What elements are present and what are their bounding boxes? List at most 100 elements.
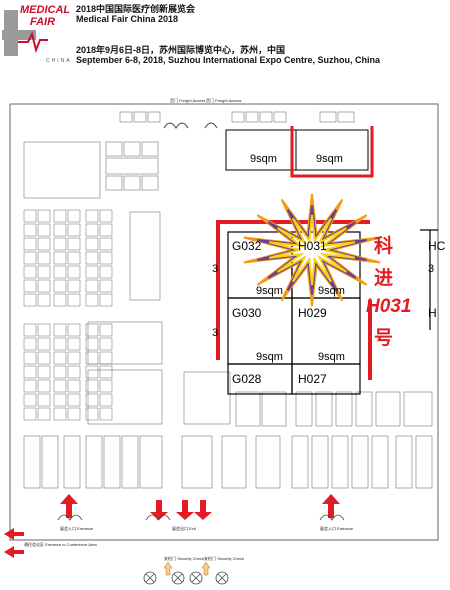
small-booth [99,293,113,307]
side-number-1: 3 [212,263,218,275]
small-booth [37,393,51,407]
left-booth-blocks [23,141,163,425]
small-booth [67,251,81,265]
small-booth [23,265,37,279]
small-booth [23,279,37,293]
small-booth [67,237,81,251]
freight-label-2: 货门 Freight Access [206,97,241,103]
small-booth [85,379,99,393]
small-booth [53,365,67,379]
small-booth [67,209,81,223]
small-booth [37,351,51,365]
small-booth [85,237,99,251]
small-booth [53,379,67,393]
small-booth [37,251,51,265]
date-venue-cn: 2018年9月6日-8日，苏州国际博览中心，苏州，中国 [76,45,286,55]
side-number-2: 3 [212,327,218,339]
small-booth [67,323,81,337]
conference-label: 通往会议区 Entrance to Conference Area [24,541,97,547]
top-right-booths [225,126,374,178]
small-booth [85,279,99,293]
callout-line-4: 号 [374,327,393,349]
small-booth-grid [23,209,113,421]
small-booth [67,265,81,279]
small-booth [23,365,37,379]
small-booth [99,323,113,337]
booth-h027: H027 [298,372,327,386]
small-booth [99,279,113,293]
sqm-4: 9sqm [318,351,345,363]
freight-door-1 [163,122,189,129]
small-booth [85,209,99,223]
freight-door-2 [204,122,218,129]
small-booth [37,223,51,237]
side-number-3: 3 [428,263,434,275]
small-booth [67,337,81,351]
small-booth [99,337,113,351]
small-booth [99,365,113,379]
starburst-ring [243,193,381,307]
small-booth [23,293,37,307]
small-booth [85,265,99,279]
small-booth [23,379,37,393]
small-booth [37,237,51,251]
callout-line-2: 进 [374,267,393,289]
small-booth [53,251,67,265]
small-booth [23,223,37,237]
booth-g032: G032 [232,239,262,253]
small-booth [53,323,67,337]
small-booth [37,379,51,393]
security-label-2: 安检门 Security Check [204,555,244,561]
small-booth [37,209,51,223]
small-booth [67,351,81,365]
small-booth [37,265,51,279]
small-booth [37,293,51,307]
title-en: Medical Fair China 2018 [76,14,179,24]
small-booth [53,393,67,407]
small-booth [85,337,99,351]
small-booth [23,251,37,265]
small-booth [37,323,51,337]
small-booth [99,393,113,407]
sqm-3: 9sqm [256,351,283,363]
freight-label-1: 货门 Freight Access [170,97,205,103]
small-booth [37,407,51,421]
top-booth-size-1: 9sqm [250,153,277,165]
entrance-label-left: 展会入口 Entrance [60,525,94,531]
security-checks [143,571,229,585]
booth-g028: G028 [232,372,262,386]
right-partial-booth: HC [428,239,446,253]
small-booth [23,351,37,365]
small-booth [53,407,67,421]
small-booth [23,323,37,337]
callout-booth: H031 [366,296,411,317]
small-booth [99,379,113,393]
small-booth [23,393,37,407]
small-booth [67,279,81,293]
right-partial-booth-2: H [428,306,437,320]
small-booth [23,209,37,223]
small-booth [99,223,113,237]
small-booth [23,337,37,351]
booth-h029: H029 [298,306,327,320]
small-booth [85,251,99,265]
small-booth [85,223,99,237]
logo-text-3: CHINA [46,58,72,64]
logo [2,6,70,68]
logo-graphic [2,10,48,56]
title-cn: 2018中国国际医疗创新展览会 [76,4,196,14]
booth-g030: G030 [232,306,262,320]
small-booth [67,223,81,237]
small-booth [85,407,99,421]
sqm-2: 9sqm [318,285,345,297]
small-booth [53,293,67,307]
small-booth [67,407,81,421]
entrance-label-right: 展会入口 Entrance [320,525,354,531]
small-booth [53,237,67,251]
small-booth [99,251,113,265]
small-booth [37,279,51,293]
small-booth [53,279,67,293]
top-booth-size-2: 9sqm [316,153,343,165]
small-booth [99,209,113,223]
